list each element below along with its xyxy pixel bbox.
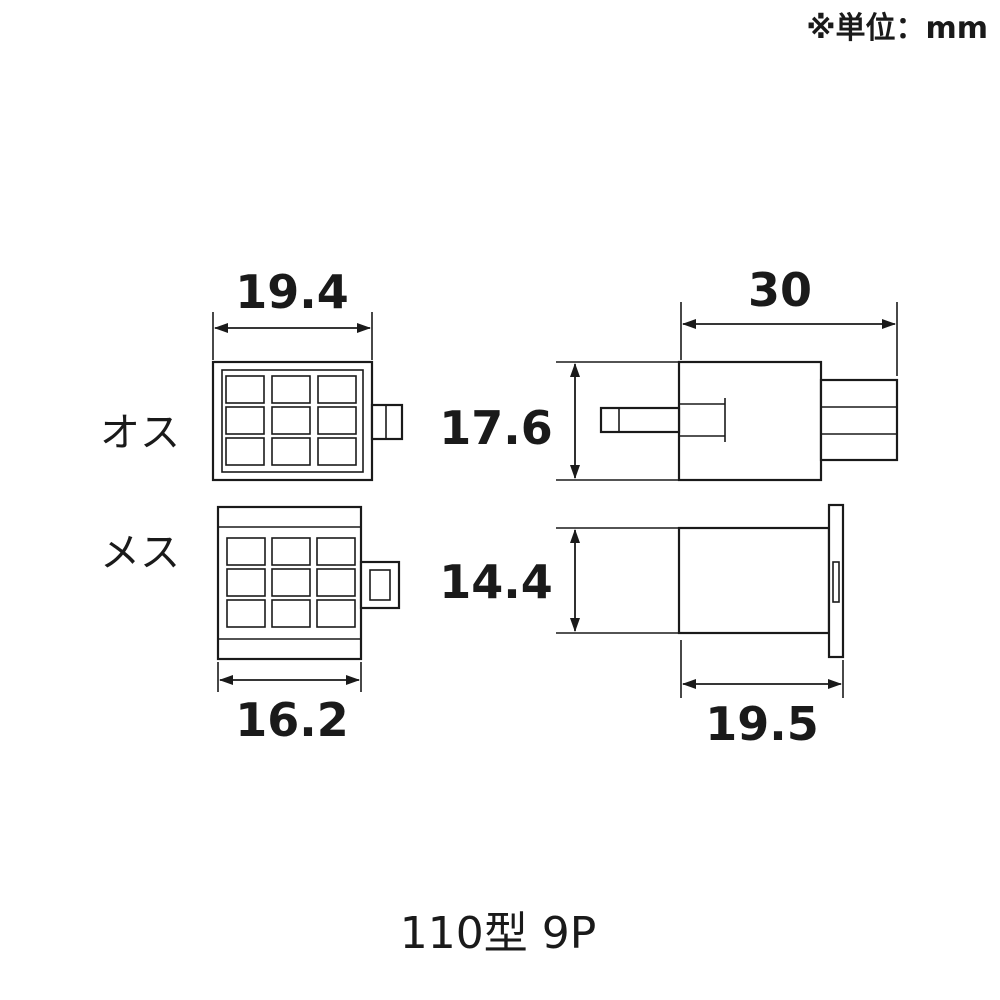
male-side-view: 30 bbox=[556, 263, 899, 482]
male-terminal-cell bbox=[225, 406, 265, 435]
male-terminal-cell bbox=[225, 437, 265, 466]
female-side-body bbox=[677, 526, 831, 635]
female-length-value: 19.5 bbox=[705, 697, 819, 751]
female-front-view: 16.2 bbox=[216, 505, 401, 747]
female-terminal-cell bbox=[316, 537, 356, 566]
male-terminal-cell bbox=[317, 406, 357, 435]
male-terminal-cell bbox=[317, 375, 357, 404]
female-terminal-cell bbox=[316, 568, 356, 597]
female-terminal-cell bbox=[226, 599, 266, 628]
male-terminal-cell bbox=[317, 437, 357, 466]
male-latch bbox=[370, 403, 404, 441]
male-terminal-cell bbox=[271, 375, 311, 404]
female-terminal-cell bbox=[226, 568, 266, 597]
male-housing-inner bbox=[221, 369, 364, 473]
female-terminal-cell bbox=[271, 599, 311, 628]
female-terminal-cell bbox=[226, 537, 266, 566]
male-label: オス bbox=[100, 410, 180, 456]
model-caption: 110型 9P bbox=[400, 908, 597, 959]
unit-note: ※単位：mm bbox=[806, 11, 988, 46]
female-side-flange bbox=[827, 503, 845, 659]
female-terminal-cell bbox=[316, 599, 356, 628]
male-side-pin bbox=[599, 406, 681, 434]
female-width-value: 16.2 bbox=[235, 693, 349, 747]
male-terminal-cell bbox=[271, 406, 311, 435]
male-side-body bbox=[677, 360, 823, 482]
male-terminal-cell bbox=[225, 375, 265, 404]
female-terminal-cell bbox=[271, 568, 311, 597]
male-terminal-cell bbox=[271, 437, 311, 466]
female-side-flange-detail bbox=[832, 561, 840, 603]
male-side-rear bbox=[819, 378, 899, 462]
male-length-value: 30 bbox=[748, 263, 812, 317]
female-terminal-cell bbox=[271, 537, 311, 566]
male-width-value: 19.4 bbox=[235, 265, 349, 319]
female-side-view: 19.5 bbox=[556, 503, 845, 751]
male-height-value: 17.6 bbox=[439, 401, 553, 455]
female-label: メス bbox=[100, 530, 180, 576]
female-height-value: 14.4 bbox=[439, 555, 553, 609]
male-front-view: 19.4 bbox=[211, 265, 404, 482]
female-latch-detail bbox=[369, 569, 391, 601]
female-latch bbox=[359, 560, 401, 610]
